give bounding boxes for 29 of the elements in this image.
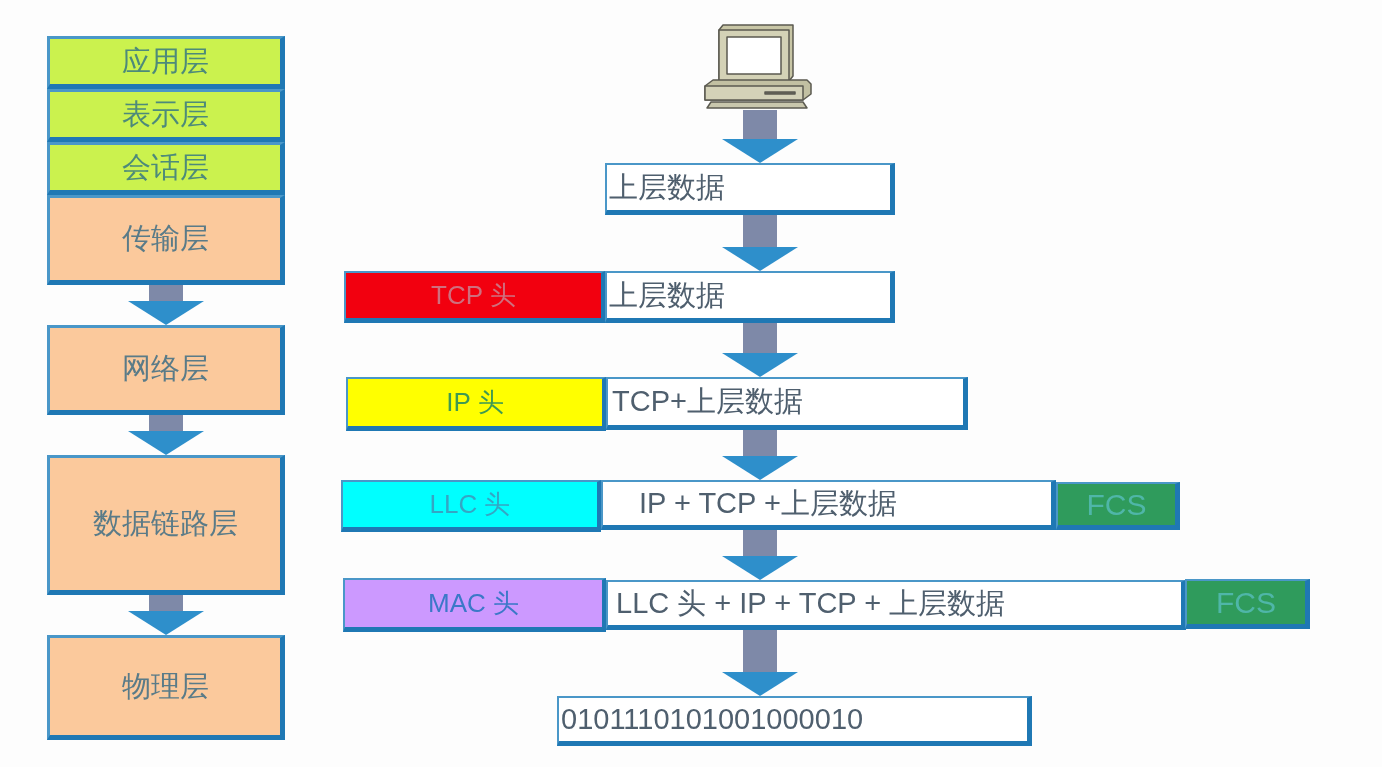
layer-box: 表示层 [47,89,285,142]
arrow [128,285,204,325]
arrow [128,595,204,635]
layer-box: 数据链路层 [47,455,285,595]
layer-box: 应用层 [47,36,285,89]
header-box: IP 头 [346,377,606,431]
arrow [722,430,798,480]
data-box: 上层数据 [605,271,895,323]
data-box: LLC 头 + IP + TCP + 上层数据 [606,580,1186,630]
arrow [722,630,798,696]
arrow [722,323,798,377]
fcs-box: FCS [1056,482,1180,530]
arrow [128,415,204,455]
layer-box: 网络层 [47,325,285,415]
arrow [722,110,798,163]
computer-icon [703,24,813,110]
header-box: TCP 头 [344,271,605,323]
layer-box: 物理层 [47,635,285,740]
data-box: TCP+上层数据 [606,377,968,430]
header-box: LLC 头 [341,480,601,532]
data-box: 上层数据 [605,163,895,215]
bit-string-box: 0101110101001000010 [557,696,1032,746]
layer-box: 传输层 [47,195,285,285]
arrow [722,530,798,580]
arrow [722,215,798,271]
header-box: MAC 头 [343,578,606,632]
data-box: IP + TCP +上层数据 [601,480,1056,530]
layer-box: 会话层 [47,142,285,195]
fcs-box: FCS [1185,579,1310,629]
